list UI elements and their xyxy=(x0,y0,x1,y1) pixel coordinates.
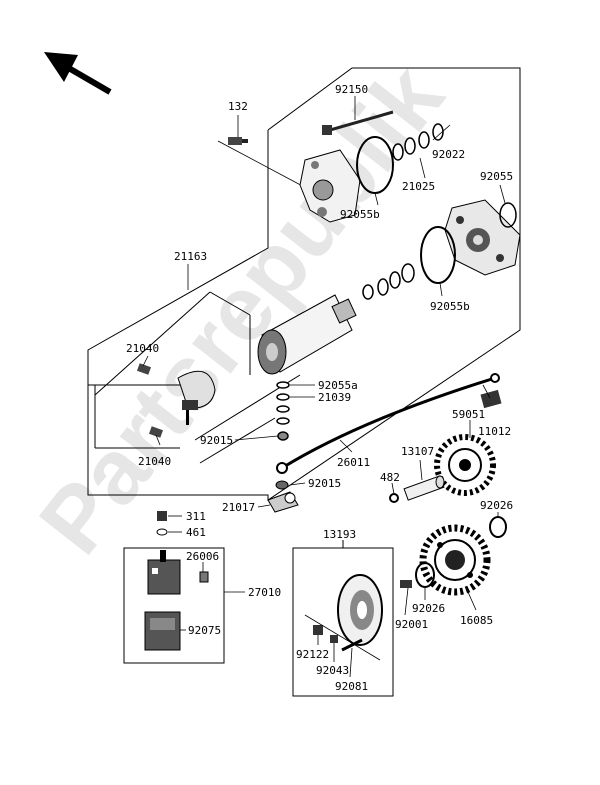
label-26006: 26006 xyxy=(186,550,219,563)
starter-motor-icon xyxy=(257,294,357,375)
label-21163: 21163 xyxy=(174,250,207,263)
front-direction-arrow-icon xyxy=(44,52,112,95)
label-92055b-mid: 92055b xyxy=(430,300,470,313)
label-461: 461 xyxy=(186,526,206,539)
label-92055b-top: 92055b xyxy=(340,208,380,221)
label-26011: 26011 xyxy=(337,456,370,469)
o-ring-92055-icon xyxy=(499,202,517,228)
brush-spring-bottom-icon xyxy=(148,426,164,438)
bolt-132-icon xyxy=(228,137,248,145)
terminal-connector-icon xyxy=(267,491,299,513)
end-cover-icon xyxy=(299,149,361,223)
idler-gear-icon xyxy=(434,434,496,496)
bolt-92001-icon xyxy=(400,580,412,588)
shims-icon xyxy=(362,263,415,300)
washer-92026-right-icon xyxy=(489,516,507,538)
label-92043: 92043 xyxy=(316,664,349,677)
label-482: 482 xyxy=(380,471,400,484)
label-92001: 92001 xyxy=(395,618,428,631)
watermark: Partsrepublik xyxy=(20,46,463,573)
label-92026-right: 92026 xyxy=(480,499,513,512)
starter-clutch-icon xyxy=(337,574,383,646)
label-92150: 92150 xyxy=(335,83,368,96)
label-92075: 92075 xyxy=(188,624,221,637)
fuse-icon xyxy=(199,571,209,583)
rollers-icon xyxy=(304,614,381,661)
label-92055-top: 92055 xyxy=(480,170,513,183)
label-59051: 59051 xyxy=(452,408,485,421)
washer-461-icon xyxy=(156,528,168,536)
label-21039: 21039 xyxy=(318,391,351,404)
nut-311-icon xyxy=(157,511,167,521)
front-cover-icon xyxy=(444,199,521,276)
part-labels: 132 92150 92022 21025 92055 92055b 21163… xyxy=(126,83,513,693)
label-132: 132 xyxy=(228,100,248,113)
label-13107: 13107 xyxy=(401,445,434,458)
label-21025: 21025 xyxy=(402,180,435,193)
label-92026-mid: 92026 xyxy=(412,602,445,615)
label-311: 311 xyxy=(186,510,206,523)
label-92081: 92081 xyxy=(335,680,368,693)
label-11012: 11012 xyxy=(478,425,511,438)
clutch-gear-icon xyxy=(419,524,491,596)
label-13193: 13193 xyxy=(323,528,356,541)
relay-cover-icon xyxy=(144,611,181,651)
washer-92026-mid-icon xyxy=(415,562,435,588)
label-16085: 16085 xyxy=(460,614,493,627)
idler-shaft-icon xyxy=(403,475,445,501)
nut-92015-icon xyxy=(275,480,289,490)
starter-relay-icon xyxy=(147,550,181,595)
label-92015-mid: 92015 xyxy=(308,477,341,490)
label-92055a: 92055a xyxy=(318,379,358,392)
o-ring-92055b-mid-icon xyxy=(420,226,456,284)
label-92122: 92122 xyxy=(296,648,329,661)
leader-lines xyxy=(142,96,506,678)
label-21017: 21017 xyxy=(222,501,255,514)
label-21040-bot: 21040 xyxy=(138,455,171,468)
label-21040-top: 21040 xyxy=(126,342,159,355)
washers-icon xyxy=(392,123,444,161)
label-92015-left: 92015 xyxy=(200,434,233,447)
circlip-icon xyxy=(389,493,399,503)
starter-cable-icon xyxy=(276,373,500,474)
brush-spring-top-icon xyxy=(136,363,152,375)
washer-stack-icon xyxy=(276,381,290,441)
label-27010: 27010 xyxy=(248,586,281,599)
label-92022: 92022 xyxy=(432,148,465,161)
relay-box xyxy=(123,547,225,664)
long-bolt-92150-icon xyxy=(322,110,394,135)
terminal-cap-icon xyxy=(480,389,502,409)
brush-holder-icon xyxy=(177,370,216,425)
